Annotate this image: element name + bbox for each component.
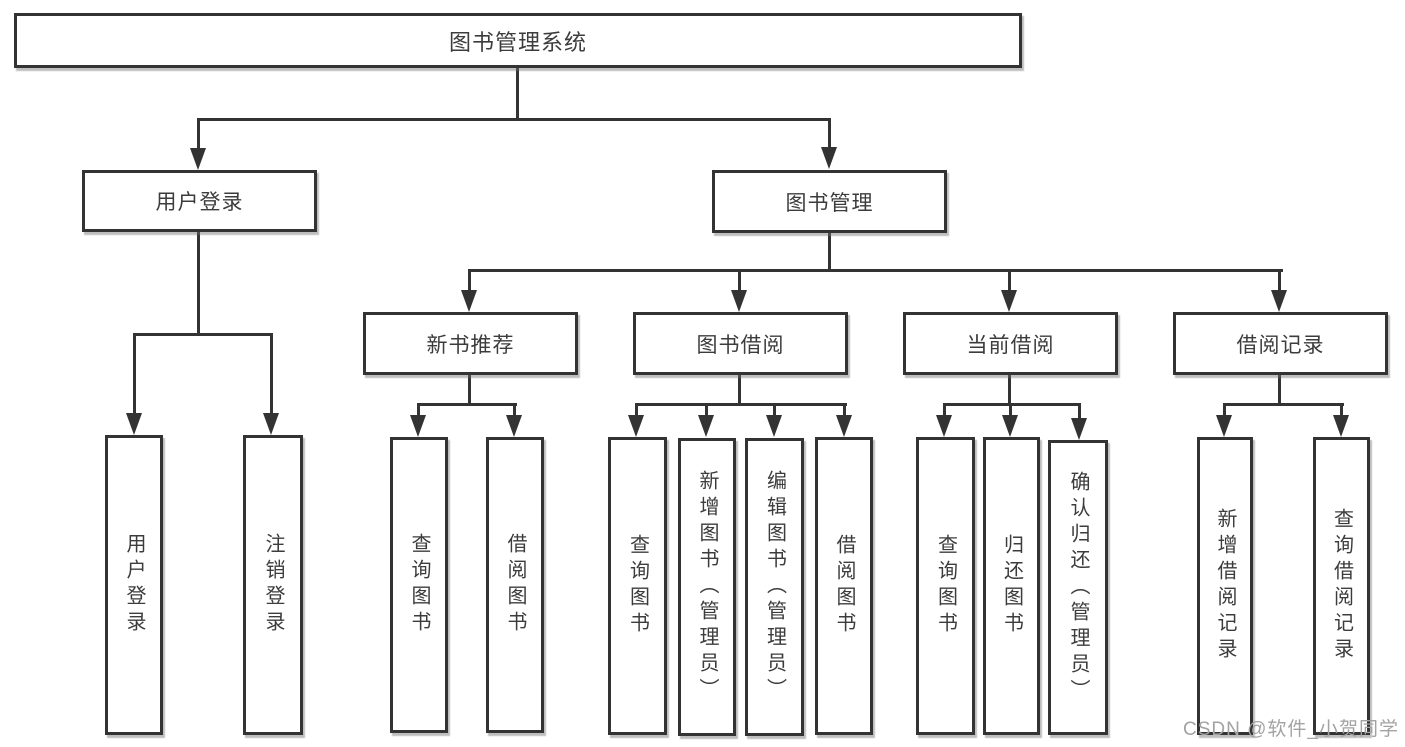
connector-book-borrow-rail <box>635 403 847 406</box>
connector-leaf-stem <box>1223 403 1226 417</box>
connector-leaf-user-login-stem <box>133 333 136 415</box>
connector-leaf-stem <box>417 403 420 417</box>
leaf-current-borrow-confirm-label: 确认归还（管理员） <box>1067 470 1089 705</box>
connector-new-books-stem <box>468 269 471 292</box>
leaf-borrow-records-query-label: 查询借阅记录 <box>1330 508 1353 664</box>
connector-book-mgmt-stem <box>828 118 831 149</box>
leaf-current-borrow-query-label: 查询图书 <box>934 534 957 638</box>
arrowhead-leaf-logout <box>263 413 279 435</box>
connector-user-login-down <box>197 232 200 336</box>
leaf-current-borrow-query: 查询图书 <box>916 437 975 735</box>
connector-new-books-rail <box>417 403 517 406</box>
leaf-new-books-query: 查询图书 <box>390 437 448 733</box>
leaf-new-books-borrow: 借阅图书 <box>486 437 544 733</box>
arrowhead-leaf <box>628 415 644 437</box>
connector-root-stem <box>516 68 519 121</box>
arrowhead-leaf <box>1002 415 1018 437</box>
leaf-book-borrow-query: 查询图书 <box>608 437 667 735</box>
arrowhead-leaf <box>410 415 426 437</box>
connector-leaf-stem <box>1340 403 1343 417</box>
node-new-books: 新书推荐 <box>363 312 578 375</box>
connector-borrow-records-stem <box>1278 269 1281 292</box>
arrowhead-leaf <box>698 415 714 437</box>
leaf-book-borrow-edit-label: 编辑图书（管理员） <box>763 470 786 704</box>
arrowhead-leaf <box>1071 418 1087 440</box>
leaf-current-borrow-return: 归还图书 <box>983 437 1040 735</box>
leaf-borrow-records-query: 查询借阅记录 <box>1313 437 1370 735</box>
connector-level2-rail <box>469 269 1283 272</box>
connector-leaf-stem <box>705 403 708 417</box>
connector-current-borrow-rail <box>943 403 1081 406</box>
connector-leaf-stem <box>943 403 946 417</box>
arrowhead-leaf <box>766 415 782 437</box>
arrowhead-new-books <box>461 290 477 312</box>
connector-user-login-rail <box>133 333 273 336</box>
arrowhead-leaf-user-login <box>126 413 142 435</box>
arrowhead-user-login <box>190 148 206 170</box>
leaf-logout-label: 注销登录 <box>262 533 284 637</box>
arrowhead-current-borrow <box>1001 290 1017 312</box>
connector-leaf-stem <box>513 403 516 417</box>
leaf-user-login: 用户登录 <box>105 435 163 735</box>
leaf-book-borrow-add-label: 新增图书（管理员） <box>696 470 718 704</box>
node-current-borrow: 当前借阅 <box>903 312 1118 375</box>
connector-new-books-down <box>468 375 471 406</box>
connector-user-login-stem <box>197 118 200 150</box>
node-new-books-label: 新书推荐 <box>426 333 515 357</box>
leaf-book-borrow-borrow: 借阅图书 <box>815 437 873 735</box>
connector-leaf-stem <box>1078 403 1081 419</box>
connector-current-borrow-stem <box>1008 269 1011 292</box>
leaf-book-borrow-edit: 编辑图书（管理员） <box>745 438 804 736</box>
node-borrow-records-label: 借阅记录 <box>1236 333 1325 357</box>
connector-level1-rail <box>197 118 831 121</box>
node-user-login: 用户登录 <box>82 170 317 232</box>
connector-borrow-records-down <box>1278 375 1281 406</box>
node-book-borrow-label: 图书借阅 <box>696 333 785 357</box>
connector-leaf-stem <box>773 403 776 417</box>
arrowhead-leaf <box>1216 415 1232 437</box>
arrowhead-book-mgmt <box>821 147 837 169</box>
leaf-borrow-records-add: 新增借阅记录 <box>1197 437 1253 735</box>
connector-book-mgmt-down <box>828 233 831 272</box>
arrowhead-leaf <box>1333 415 1349 437</box>
arrowhead-leaf <box>836 415 852 437</box>
leaf-current-borrow-confirm: 确认归还（管理员） <box>1048 440 1108 735</box>
connector-leaf-stem <box>635 403 638 417</box>
arrowhead-borrow-records <box>1271 290 1287 312</box>
node-current-borrow-label: 当前借阅 <box>966 333 1055 357</box>
connector-book-borrow-stem <box>738 269 741 292</box>
leaf-book-borrow-query-label: 查询图书 <box>626 534 649 638</box>
connector-leaf-stem <box>843 403 846 417</box>
leaf-borrow-records-add-label: 新增借阅记录 <box>1214 508 1236 664</box>
node-book-mgmt-label: 图书管理 <box>785 191 874 215</box>
connector-book-borrow-down <box>738 375 741 406</box>
node-user-login-label: 用户登录 <box>155 191 244 214</box>
node-root-label: 图书管理系统 <box>448 29 587 55</box>
arrowhead-leaf <box>506 415 522 437</box>
leaf-logout: 注销登录 <box>243 435 303 735</box>
leaf-current-borrow-return-label: 归还图书 <box>1000 534 1023 638</box>
connector-leaf-logout-stem <box>270 333 273 415</box>
leaf-user-login-label: 用户登录 <box>123 533 145 637</box>
leaf-new-books-borrow-label: 借阅图书 <box>504 533 526 637</box>
connector-leaf-stem <box>1009 403 1012 417</box>
connector-current-borrow-down <box>1008 375 1011 406</box>
csdn-watermark: CSDN @软件_小贺同学 <box>1183 719 1399 740</box>
node-book-borrow: 图书借阅 <box>633 312 848 375</box>
arrowhead-leaf <box>936 415 952 437</box>
node-root: 图书管理系统 <box>14 13 1022 68</box>
leaf-book-borrow-add: 新增图书（管理员） <box>678 438 736 736</box>
connector-borrow-records-rail <box>1223 403 1344 406</box>
leaf-book-borrow-borrow-label: 借阅图书 <box>833 534 855 638</box>
node-borrow-records: 借阅记录 <box>1173 312 1388 375</box>
node-book-mgmt: 图书管理 <box>712 170 947 233</box>
leaf-new-books-query-label: 查询图书 <box>408 533 430 637</box>
arrowhead-book-borrow <box>731 290 747 312</box>
